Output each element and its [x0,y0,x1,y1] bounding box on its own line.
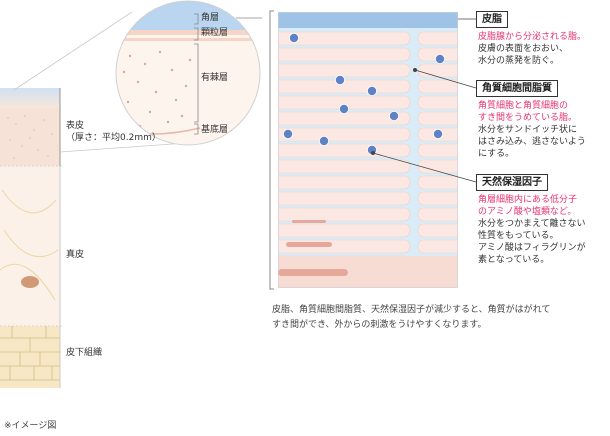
label-stratum-spinosum: 有棘層 [201,73,229,83]
corneocyte-cells [278,31,458,270]
factor-title-nmf: 天然保湿因子 [476,174,548,191]
factor-nmf-highlight-2: のアミノ酸や塩類など。 [478,207,577,217]
factor-nmf-body-1: 水分をつかまえて離さない [478,219,586,229]
factor-lipid-highlight-1: 角質細胞と角質細胞の [478,101,569,111]
factor-nmf-body-4: 素となっている。 [478,255,550,265]
keratohyalin-granule [278,269,348,276]
keratohyalin-granule [286,242,332,247]
factor-lipid-body-3: にする。 [478,149,515,159]
factor-sebum-highlight-1: 皮脂腺から分泌される脂。 [478,32,587,42]
label-epidermis-thickness: （厚さ：平均0.2mm） [66,133,161,143]
skin-block [0,88,62,388]
label-stratum-corneum: 角層 [201,13,220,23]
skin-cross-section [0,0,262,388]
factor-sebum-body-2: 水分の蒸発を防ぐ。 [478,56,560,66]
factor-title-lipid: 角質細胞間脂質 [476,80,558,97]
factor-lipid-body-2: はさみ込み、逃さないよう [478,137,586,147]
label-stratum-basale: 基底層 [201,125,229,135]
factor-nmf-body-2: 性質をもっている。 [478,231,559,241]
label-epidermis: 表皮 [66,121,85,131]
label-dermis: 真皮 [66,250,85,260]
keratohyalin-granule [292,220,326,223]
factor-nmf-body-3: アミノ酸はフィラグリンが [478,243,586,253]
factor-title-sebum: 皮脂 [476,11,508,28]
stratum-corneum-detail [278,12,458,288]
diagram-caption: 皮脂、角質細胞間脂質、天然保湿因子が減少すると、角質がはがれて すき間ができ、外… [272,303,550,333]
factor-lipid-body-1: 水分をサンドイッチ状に [478,125,578,135]
image-note: ※イメージ図 [4,421,57,431]
factor-sebum-body-1: 皮膚の表面をおおい、 [478,44,569,54]
factor-lipid-highlight-2: すき間をうめている脂。 [478,113,578,123]
caption-line-2: すき間ができ、外からの刺激をうけやすくなります。 [272,320,487,330]
detail-bracket [269,10,274,290]
zoom-circle-outline [115,0,261,146]
caption-line-1: 皮脂、角質細胞間脂質、天然保湿因子が減少すると、角質がはがれて [272,305,551,315]
zoom-circle [116,1,260,145]
zoom-brackets [194,13,262,135]
label-subcutaneous: 皮下組織 [66,348,103,358]
factor-nmf-highlight-1: 角層細胞内にある低分子 [478,195,578,205]
label-stratum-granulosum: 顆粒層 [201,28,229,38]
sebum-layer [278,12,458,28]
